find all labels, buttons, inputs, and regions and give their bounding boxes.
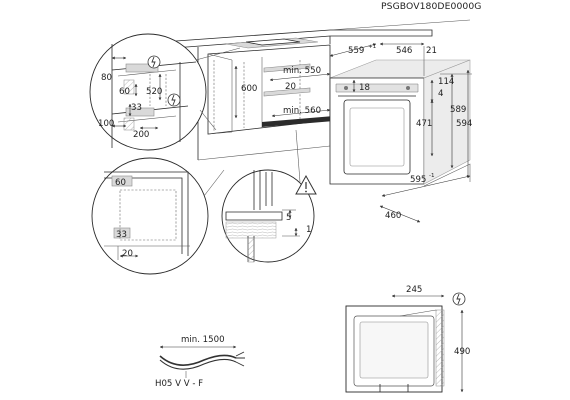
dim-60: 60 (115, 178, 126, 188)
dim-18: 18 (359, 83, 370, 93)
kitchen-cabinet-drawing (147, 19, 471, 161)
dim-60: 60 (119, 87, 130, 97)
dim-20: 20 (122, 249, 133, 259)
model-code: PSGBOV180DE0000G (381, 1, 482, 12)
dim-4: 4 (438, 89, 443, 99)
ventilation-detail: 5 1 (221, 129, 317, 263)
dim-114: 114 (438, 77, 454, 87)
dim-460: 460 (385, 211, 401, 221)
dim-33: 33 (131, 103, 142, 113)
electric-plug-icon (167, 93, 181, 107)
dim-594: 594 (456, 119, 472, 129)
dim-min-560: min. 560 (283, 106, 321, 116)
dim-200: 200 (133, 130, 149, 140)
dim-21: 21 (426, 46, 437, 56)
dim-490: 490 (454, 347, 470, 357)
dim-559-tolerance: +1 (368, 44, 377, 50)
rear-view-drawing: 245 490 (345, 285, 470, 393)
dim-33: 33 (116, 230, 127, 240)
electric-plug-icon (452, 292, 466, 306)
dim-20: 20 (285, 82, 296, 92)
power-cable: min. 1500 H05 V V - F (155, 335, 245, 389)
dim-595: 595 (410, 175, 426, 185)
dim-245: 245 (406, 285, 422, 295)
dim-471: 471 (416, 119, 432, 129)
dim-600: 600 (241, 84, 257, 94)
oven-isometric: 559 +1 546 21 18 114 4 471 589 594 595 -… (329, 42, 472, 223)
dim-min-550: min. 550 (283, 66, 321, 76)
dim-546: 546 (396, 46, 412, 56)
dim-595-tolerance: -1 (429, 173, 435, 179)
warning-triangle-icon (295, 174, 317, 195)
dim-100: 100 (98, 119, 114, 129)
dim-80: 80 (101, 73, 112, 83)
dim-589: 589 (450, 105, 466, 115)
dim-1: 1 (306, 225, 311, 235)
cable-length-label: min. 1500 (181, 335, 225, 345)
cable-type-label: H05 V V - F (155, 379, 203, 389)
dim-559: 559 (348, 46, 364, 56)
bottom-section-detail: 60 33 20 (91, 157, 225, 275)
cabinet-detail-callout: 80 60 520 33 100 200 (89, 33, 241, 151)
dim-520: 520 (146, 87, 162, 97)
niche-dimensions: 600 min. 550 20 min. 560 (234, 65, 331, 119)
dim-5: 5 (286, 213, 291, 223)
electric-plug-icon (147, 55, 161, 69)
